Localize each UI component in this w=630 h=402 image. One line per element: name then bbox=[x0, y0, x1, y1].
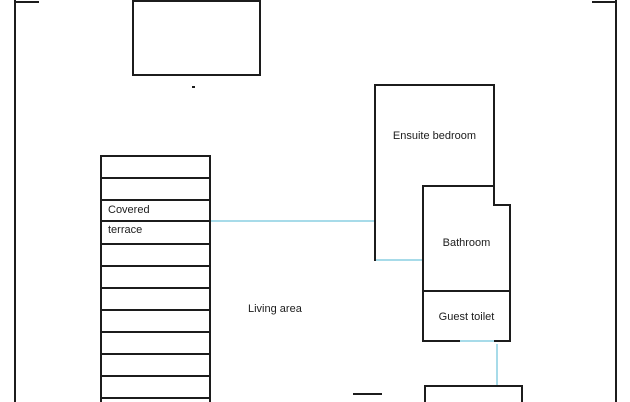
top-room-wall-right bbox=[259, 0, 261, 76]
covered-terrace-label-line2: terrace bbox=[108, 224, 143, 236]
top-room-wall-top bbox=[132, 0, 261, 2]
bottom-center-line bbox=[353, 393, 382, 395]
top-room-wall-bottom bbox=[132, 74, 261, 76]
terrace-wall-left bbox=[100, 155, 102, 402]
bottom-right-room-wall-left bbox=[424, 385, 426, 402]
terrace-stripe bbox=[100, 265, 211, 267]
bathroom-wall-bottom bbox=[422, 290, 511, 292]
terrace-stripe bbox=[100, 353, 211, 355]
terrace-passage-line bbox=[211, 220, 374, 222]
ensuite-wall-left bbox=[374, 84, 376, 261]
top-room-wall-left bbox=[132, 0, 134, 76]
bathroom-wall-step bbox=[493, 204, 511, 206]
terrace-stripe bbox=[100, 155, 211, 157]
ensuite-bedroom-label: Ensuite bedroom bbox=[392, 130, 477, 142]
bathroom-wall-right bbox=[509, 204, 511, 342]
terrace-stripe bbox=[100, 220, 211, 222]
guest-toilet-wall-bottom-left bbox=[422, 340, 460, 342]
bottom-right-room-wall-right bbox=[521, 385, 523, 402]
terrace-stripe bbox=[100, 177, 211, 179]
terrace-stripe bbox=[100, 375, 211, 377]
bathroom-label: Bathroom bbox=[442, 237, 491, 249]
living-area-label: Living area bbox=[248, 303, 302, 315]
ensuite-wall-top bbox=[374, 84, 495, 86]
covered-terrace-label-line1: Covered bbox=[108, 204, 150, 216]
terrace-stripe bbox=[100, 397, 211, 399]
terrace-stripe bbox=[100, 331, 211, 333]
terrace-stripe bbox=[100, 243, 211, 245]
outer-wall-top-right-tick bbox=[592, 1, 617, 3]
guest-toilet-label: Guest toilet bbox=[438, 311, 495, 323]
guest-toilet-wall-bottom-right bbox=[494, 340, 511, 342]
outer-wall-left bbox=[14, 0, 16, 402]
terrace-stripe bbox=[100, 199, 211, 201]
hallway-door-line bbox=[496, 344, 498, 386]
small-mark bbox=[192, 86, 195, 88]
ensuite-door-line bbox=[376, 259, 422, 261]
terrace-wall-right bbox=[209, 155, 211, 402]
guest-toilet-door-line bbox=[460, 340, 494, 342]
outer-wall-top-left-tick bbox=[14, 1, 39, 3]
bathroom-wall-top bbox=[422, 185, 495, 187]
outer-wall-right bbox=[615, 0, 617, 402]
ensuite-wall-right bbox=[493, 84, 495, 206]
terrace-stripe bbox=[100, 309, 211, 311]
bathroom-wall-left bbox=[422, 185, 424, 342]
terrace-stripe bbox=[100, 287, 211, 289]
bottom-right-room-wall-top bbox=[424, 385, 523, 387]
